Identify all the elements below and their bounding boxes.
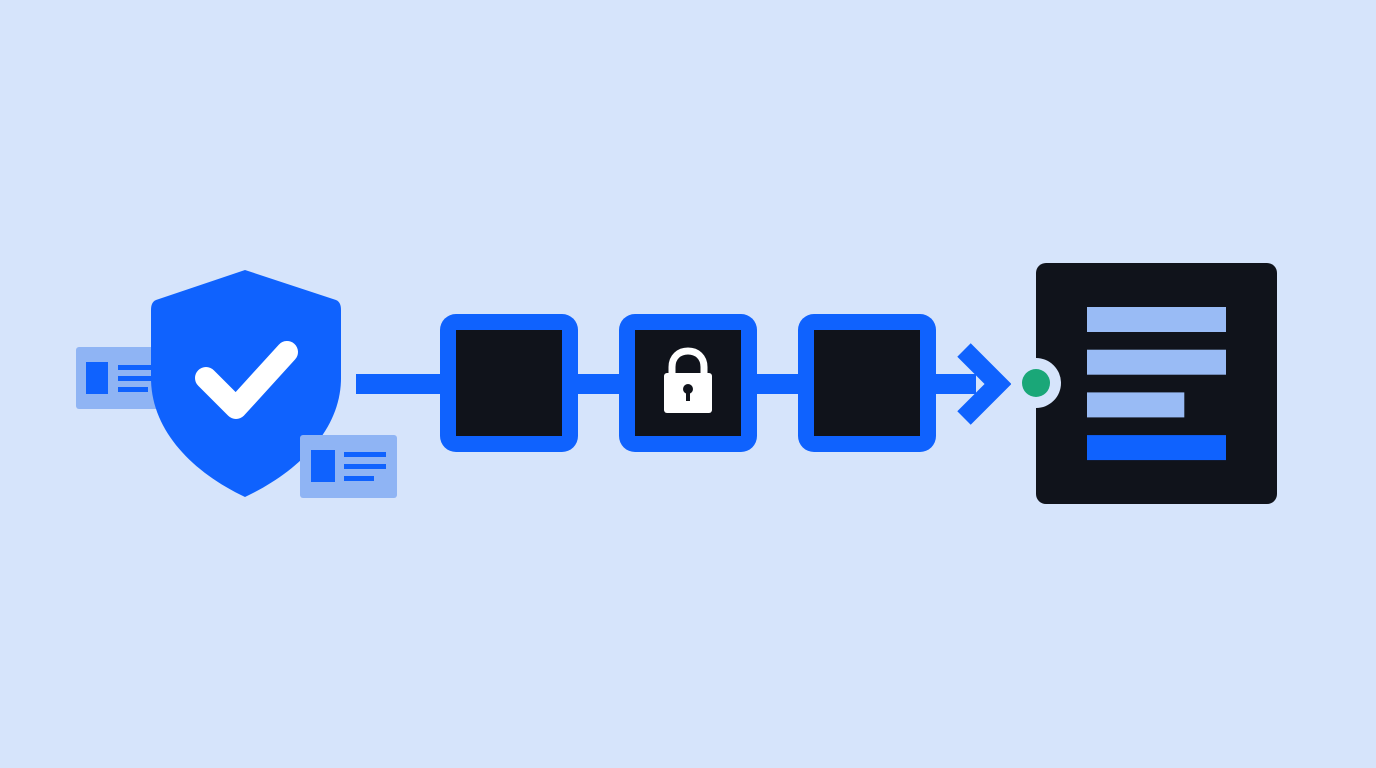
output-document-panel bbox=[1036, 263, 1277, 504]
document-line bbox=[1087, 307, 1226, 332]
document-line bbox=[1087, 349, 1226, 375]
pipeline-stage-2 bbox=[619, 314, 757, 452]
id-card-icon bbox=[300, 435, 397, 498]
shield-check-icon bbox=[151, 270, 341, 497]
pipeline-stage-3 bbox=[798, 314, 936, 452]
pipeline-stage-1 bbox=[440, 314, 578, 452]
status-dot bbox=[1011, 358, 1061, 408]
document-lines-icon bbox=[1087, 307, 1226, 461]
arrow-right-icon bbox=[957, 343, 1012, 425]
check-icon bbox=[195, 341, 298, 419]
padlock-icon bbox=[664, 347, 712, 413]
id-card-icon bbox=[76, 347, 172, 409]
document-line bbox=[1087, 435, 1226, 461]
document-line bbox=[1087, 392, 1185, 418]
